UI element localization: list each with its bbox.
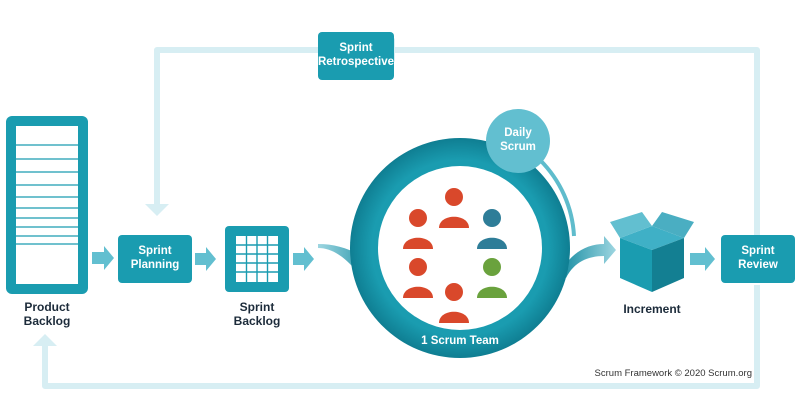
- loop-line-bottom: [42, 285, 760, 389]
- arrow-backlog-to-planning: [92, 246, 114, 270]
- arrow-sprint-backlog-to-team: [293, 247, 314, 271]
- person-icon: [403, 209, 433, 249]
- person-icon: [439, 188, 469, 228]
- loop-arrowhead-planning: [145, 204, 169, 216]
- sprint-backlog-label: Sprint Backlog: [233, 300, 281, 329]
- sprint-review-label: Sprint Review: [738, 245, 778, 271]
- arrow-planning-to-sprint-backlog: [195, 247, 216, 271]
- person-icon: [403, 258, 433, 298]
- copyright-credit: Scrum Framework © 2020 Scrum.org: [594, 368, 752, 379]
- sprint-backlog-grid-icon: [225, 226, 289, 292]
- loop-line-top-left: [154, 47, 320, 205]
- swoosh-out-of-sprint: [562, 236, 616, 278]
- person-icon: [477, 209, 507, 249]
- loop-arrowhead-product-backlog: [33, 334, 57, 346]
- sprint-retrospective-label: Sprint Retrospective: [317, 42, 395, 68]
- sprint-retrospective-box: [318, 32, 394, 80]
- loop-line-top: [395, 47, 760, 235]
- sprint-planning-box: [118, 235, 192, 283]
- daily-scrum-bubble: [486, 109, 550, 173]
- daily-scrum-label: Daily Scrum: [500, 127, 536, 153]
- product-backlog-list-icon: [6, 116, 88, 294]
- flow-arrows: [92, 246, 715, 271]
- product-backlog-label: Product Backlog: [23, 300, 71, 329]
- increment-label: Increment: [623, 302, 681, 316]
- scrum-team-label: 1 Scrum Team: [421, 335, 499, 347]
- ring-curve-arrow: [538, 158, 576, 237]
- sprint-cycle-ring: [350, 138, 576, 358]
- person-icon: [477, 258, 507, 298]
- scrum-team-people: [403, 188, 507, 323]
- sprint-review-box: [721, 235, 795, 283]
- sprint-planning-label: Sprint Planning: [130, 245, 180, 271]
- person-icon: [439, 283, 469, 323]
- arrow-increment-to-review: [690, 247, 715, 271]
- increment-box-icon: [610, 212, 694, 292]
- feedback-loop: [42, 47, 760, 389]
